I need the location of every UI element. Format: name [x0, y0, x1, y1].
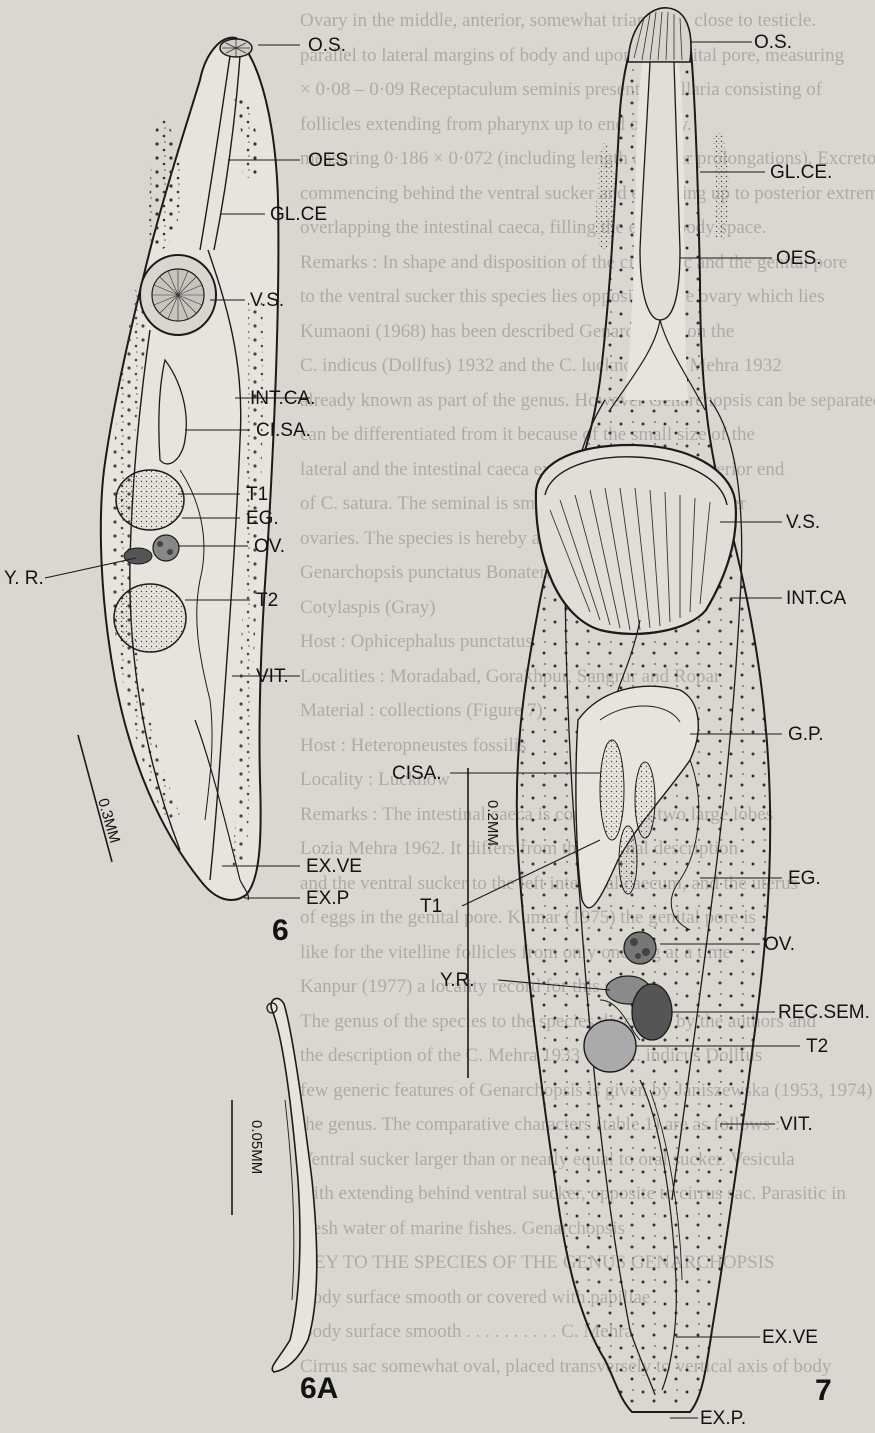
fig7-number: 7	[815, 1374, 832, 1407]
fig7-label-cisa: CISA.	[392, 763, 442, 784]
fig7-label-exve: EX.VE	[762, 1327, 818, 1348]
fig6-label-cisa: CI.SA.	[256, 420, 311, 441]
figure-6	[101, 38, 279, 900]
fig7-label-yr: Y.R.	[440, 970, 475, 991]
fig6-label-t1: T1	[246, 484, 268, 505]
fig7-scale-label: 0.2MM.	[484, 800, 501, 850]
fig7-label-vit: VIT.	[780, 1114, 813, 1135]
fig7-label-os: O.S.	[754, 32, 792, 53]
figure-6a: 0.05MM 6A	[232, 998, 338, 1405]
fig7-label-eg: EG.	[788, 868, 821, 889]
fig6a-specimen	[271, 998, 317, 1372]
fig6-label-eg: EG.	[246, 508, 279, 529]
fig7-receptaculum-seminis	[632, 984, 672, 1040]
fig7-testis-2	[584, 1020, 636, 1072]
fig6-label-oes: OES	[308, 150, 348, 171]
fig7-label-oes: OES.	[776, 248, 821, 269]
fig7-label-gp: G.P.	[788, 724, 824, 745]
fig7-label-intca: INT.CA	[786, 588, 847, 609]
fig6-label-vit: VIT.	[256, 666, 289, 687]
fig7-ovary	[624, 932, 656, 964]
fig7-label-recsem: REC.SEM.	[778, 1002, 870, 1023]
fig6-label-ov: OV.	[254, 536, 285, 557]
fig6-label-yr: Y. R.	[4, 568, 44, 589]
fig7-label-glce: GL.CE.	[770, 162, 832, 183]
fig7-label-ov: OV.	[764, 934, 795, 955]
fig6-label-glce: GL.CE	[270, 204, 327, 225]
fig6-label-vs: V.S.	[250, 290, 284, 311]
fig6-label-os: O.S.	[308, 35, 346, 56]
fig6-label-t2: T2	[256, 590, 278, 611]
fig6-ovary	[153, 535, 179, 561]
fig6a-number: 6A	[300, 1372, 338, 1405]
fig6-number: 6	[272, 914, 289, 947]
fig6-label-exp: EX.P	[306, 888, 349, 909]
fig7-label-t2: T2	[806, 1036, 828, 1057]
fig7-label-t1: T1	[420, 896, 442, 917]
fig7-label-vs: V.S.	[786, 512, 820, 533]
fig6a-scale-label: 0.05MM	[248, 1120, 265, 1174]
fig6-label-exve: EX.VE	[306, 856, 362, 877]
fig6-scale-label: 0.3MM	[94, 796, 123, 845]
fig6-testis-1	[116, 470, 184, 530]
fig6-testis-2	[114, 584, 186, 652]
fig7-label-exp: EX.P.	[700, 1408, 746, 1429]
fig6-label-intca: INT.CA.	[250, 388, 315, 409]
figure-7	[517, 8, 770, 1412]
